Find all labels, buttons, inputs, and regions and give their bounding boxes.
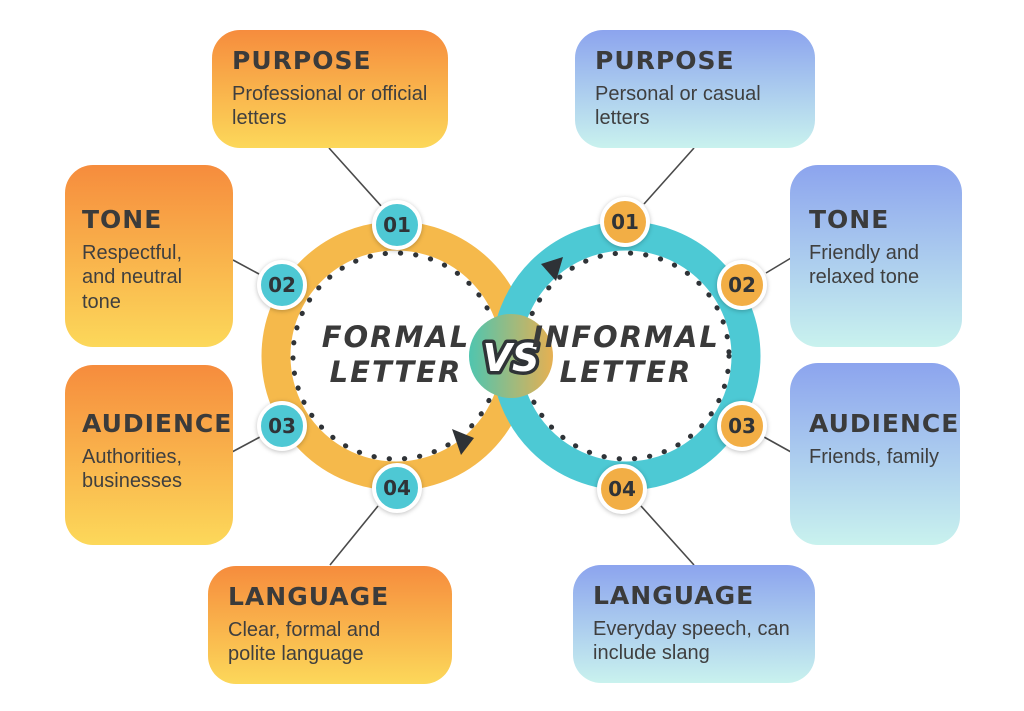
card-body: Professional or official letters: [232, 83, 428, 130]
connector-formal-tone: [232, 259, 260, 275]
badge-informal-01: 01: [600, 197, 650, 247]
card-formal-tone: TONE Respectful, and neutral tone: [65, 165, 233, 347]
formal-circle-label-line2: LETTER: [329, 355, 463, 390]
connector-informal-tone: [765, 257, 792, 274]
card-informal-language: LANGUAGE Everyday speech, can include sl…: [573, 565, 815, 683]
informal-circle-label-line2: LETTER: [559, 355, 693, 390]
card-informal-tone: TONE Friendly and relaxed tone: [790, 165, 962, 347]
card-title: PURPOSE: [595, 46, 735, 75]
card-formal-language: LANGUAGE Clear, formal and polite langua…: [208, 566, 452, 684]
card-body: Clear, formal and polite language: [228, 619, 381, 666]
card-formal-audience: AUDIENCE Authorities, businesses: [65, 365, 233, 545]
informal-circle-label-line1: INFORMAL: [532, 320, 720, 354]
card-body: Personal or casual letters: [595, 83, 761, 130]
connector-informal-audience: [763, 436, 792, 453]
badge-formal-04: 04: [372, 463, 422, 513]
badge-formal-01: 01: [372, 200, 422, 250]
badge-informal-02: 02: [717, 260, 767, 310]
card-informal-audience: AUDIENCE Friends, family: [790, 363, 960, 545]
card-body: Friends, family: [809, 446, 940, 468]
vs-label: VS: [483, 336, 540, 380]
formal-flow-arrow-icon: [452, 429, 474, 455]
formal-circle-label: FORMAL LETTER: [286, 320, 506, 391]
connector-informal-purpose: [643, 147, 695, 205]
card-title: LANGUAGE: [593, 581, 755, 610]
connector-formal-audience: [231, 436, 261, 453]
connector-formal-language: [329, 505, 379, 566]
card-body: Everyday speech, can include slang: [593, 618, 790, 665]
informal-circle-label: INFORMAL LETTER: [516, 320, 736, 391]
badge-informal-03: 03: [717, 401, 767, 451]
card-title: TONE: [809, 205, 890, 234]
formal-circle-label-line1: FORMAL: [321, 320, 471, 354]
badge-formal-03: 03: [257, 401, 307, 451]
connector-lines: [231, 147, 792, 566]
vs-circle: [469, 314, 553, 398]
connector-informal-language: [640, 505, 695, 566]
card-title: AUDIENCE: [809, 409, 960, 438]
connector-formal-purpose: [328, 147, 383, 208]
card-body: Friendly and relaxed tone: [809, 242, 920, 289]
badge-formal-02: 02: [257, 260, 307, 310]
informal-flow-arrow-icon: [541, 257, 563, 281]
card-title: TONE: [82, 205, 163, 234]
card-formal-purpose: PURPOSE Professional or official letters: [212, 30, 448, 148]
card-body: Respectful, and neutral tone: [82, 242, 183, 313]
card-title: LANGUAGE: [228, 582, 390, 611]
card-title: PURPOSE: [232, 46, 372, 75]
card-informal-purpose: PURPOSE Personal or casual letters: [575, 30, 815, 148]
card-title: AUDIENCE: [82, 409, 233, 438]
badge-informal-04: 04: [597, 464, 647, 514]
card-body: Authorities, businesses: [82, 446, 183, 493]
